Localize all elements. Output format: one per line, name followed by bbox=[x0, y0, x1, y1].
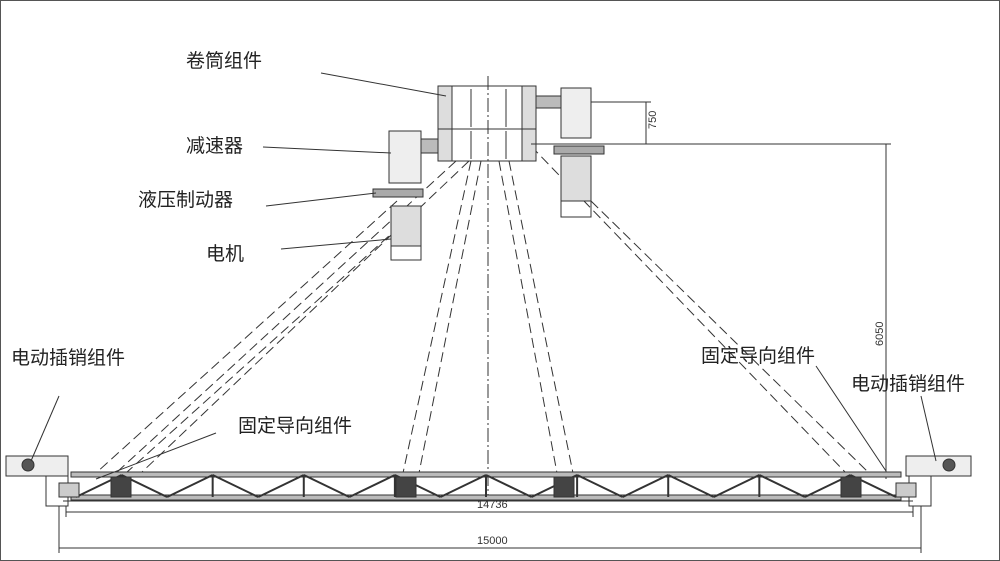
truss-member bbox=[758, 474, 806, 498]
label-guide-right: 固定导向组件 bbox=[701, 345, 816, 367]
guide-block bbox=[395, 476, 417, 498]
leader-lines bbox=[30, 72, 937, 480]
pin-left bbox=[5, 455, 80, 507]
label-drum: 卷筒组件 bbox=[186, 50, 263, 72]
svg-text:6050: 6050 bbox=[874, 322, 886, 346]
dim-6050: 6050 bbox=[874, 144, 887, 479]
guide-block bbox=[110, 476, 132, 498]
guide-block bbox=[840, 476, 862, 498]
truss-member bbox=[713, 474, 760, 498]
truss-member bbox=[440, 474, 487, 498]
label-brake: 液压制动器 bbox=[138, 189, 234, 211]
label-motor: 电机 bbox=[206, 243, 245, 265]
svg-text:14736: 14736 bbox=[477, 499, 508, 511]
label-guide-left: 固定导向组件 bbox=[238, 415, 353, 437]
truss-member bbox=[166, 474, 214, 498]
truss-member bbox=[667, 474, 715, 498]
label-reducer: 减速器 bbox=[186, 135, 244, 157]
guide-block bbox=[553, 476, 575, 498]
svg-text:15000: 15000 bbox=[477, 535, 508, 547]
truss-member bbox=[212, 474, 259, 498]
truss-member bbox=[348, 474, 396, 498]
drum-assembly bbox=[420, 85, 562, 162]
truss-member bbox=[303, 474, 350, 498]
truss-member bbox=[622, 474, 669, 498]
dim-14736: 14736 bbox=[65, 499, 914, 517]
truss-member bbox=[257, 474, 305, 498]
left-drive bbox=[372, 130, 424, 261]
svg-text:750: 750 bbox=[647, 111, 659, 129]
pin-right bbox=[895, 455, 972, 507]
cables bbox=[95, 145, 870, 474]
truss-beam bbox=[63, 471, 913, 502]
label-pin-left: 电动插销组件 bbox=[11, 347, 126, 369]
dim-15000: 15000 bbox=[58, 506, 922, 553]
truss-member bbox=[485, 474, 532, 498]
truss-member bbox=[576, 474, 624, 498]
dim-750: 750 bbox=[531, 101, 891, 145]
label-pin-right: 电动插销组件 bbox=[851, 373, 966, 395]
right-drive bbox=[553, 87, 605, 218]
